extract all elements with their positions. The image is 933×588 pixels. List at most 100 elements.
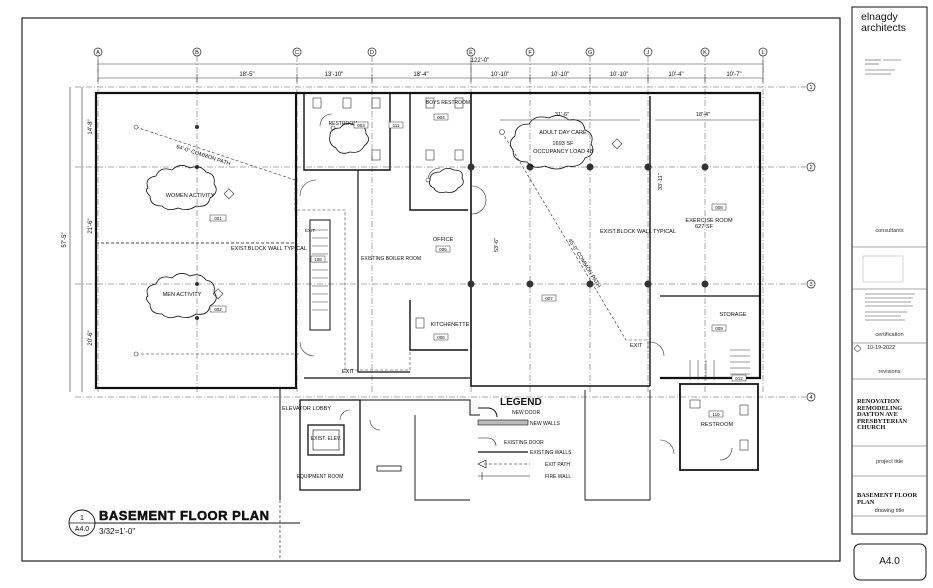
svg-text:K: K bbox=[703, 50, 707, 56]
room-exercise: EXERCISE ROOM bbox=[685, 218, 733, 224]
sheet-border bbox=[21, 17, 841, 562]
dim-left-overall: 57'-5" bbox=[62, 232, 68, 247]
room-number-008: 008 bbox=[715, 205, 723, 210]
legend-fire-wall: FIRE WALL bbox=[478, 472, 571, 480]
project-name: RENOVATION REMODELING DAYTON AVE PRESBYT… bbox=[857, 398, 908, 432]
room-number-004: 004 bbox=[437, 115, 445, 120]
svg-text:F: F bbox=[528, 50, 532, 56]
room-kitchenette: KITCHENETTE bbox=[431, 322, 470, 328]
dim-left-2: 21'-6" bbox=[88, 218, 94, 233]
grid-row-1: 1 bbox=[75, 82, 816, 92]
tag-111: 111 bbox=[393, 123, 400, 128]
note-exit-1: EXIT bbox=[342, 369, 355, 375]
tag-108: 108 bbox=[314, 257, 322, 262]
title-block-frame bbox=[851, 6, 928, 581]
grid-col-F: F bbox=[525, 47, 535, 392]
revisions-label: revisions bbox=[878, 369, 901, 375]
legend-new-door: NEW DOOR bbox=[478, 407, 540, 418]
room-storage: STORAGE bbox=[719, 312, 747, 318]
title-block: elnagdy architects consultants certifica… bbox=[851, 6, 928, 582]
dim-left-3: 20'-6" bbox=[88, 330, 94, 345]
room-exist-elev: EXIST. ELEV. bbox=[311, 436, 341, 442]
cloud-men-activity bbox=[146, 273, 217, 318]
drawing-title-text: BASEMENT FLOOR PLAN bbox=[99, 508, 270, 523]
plumbing-fixtures bbox=[312, 97, 749, 451]
dim-K-L: 10'-7" bbox=[726, 72, 741, 78]
legend-new-walls: NEW WALLS bbox=[477, 419, 560, 427]
svg-text:EXISTING WALLS: EXISTING WALLS bbox=[530, 450, 572, 456]
firm-name: elnagdy architects bbox=[861, 11, 906, 34]
building-walls bbox=[94, 91, 762, 560]
room-restroom-girls: RESTROOM bbox=[329, 121, 358, 127]
room-equipment: EQUIPMENT ROOM bbox=[297, 474, 344, 480]
grid-row-4: 4 bbox=[75, 392, 816, 402]
note-exit-3: EXIT bbox=[305, 228, 315, 233]
svg-text:A: A bbox=[96, 50, 100, 56]
doors bbox=[299, 113, 733, 461]
note-exist-block-wall-left: EXIST.BLOCK WALL TYPICAL bbox=[231, 246, 307, 252]
room-adult-day-care-occupancy: OCCUPANCY LOAD 48 bbox=[533, 149, 593, 155]
dim-left-1: 14'-8" bbox=[88, 119, 94, 134]
grid-col-A: A bbox=[93, 47, 103, 392]
svg-text:3: 3 bbox=[809, 282, 812, 288]
grid-col-J: J bbox=[643, 47, 653, 392]
drawing-title: 1 A4.0 BASEMENT FLOOR PLAN 3/32=1'-0" bbox=[68, 508, 300, 537]
dim-inner-316: 31'-6" bbox=[555, 112, 569, 118]
grid-col-G: G bbox=[585, 47, 595, 392]
room-number-001: 001 bbox=[214, 216, 222, 221]
room-adult-day-care-area: 1693 SF bbox=[552, 141, 574, 147]
grid-col-B: B bbox=[192, 47, 202, 392]
drawing-sheet-ref: A4.0 bbox=[75, 526, 90, 533]
dim-G-J: 10'-10" bbox=[610, 72, 629, 78]
legend-title: LEGEND bbox=[500, 397, 542, 408]
svg-text:1: 1 bbox=[809, 85, 812, 91]
cloud-restroom bbox=[329, 123, 369, 154]
note-common-path-right: 45'-0" COMMON PATH bbox=[566, 238, 601, 289]
dim-E-F: 10'-10" bbox=[491, 72, 510, 78]
room-number-003: 003 bbox=[357, 123, 365, 128]
dim-J-K: 10'-4" bbox=[668, 72, 683, 78]
svg-text:EXISTING DOOR: EXISTING DOOR bbox=[504, 440, 544, 446]
room-number-110: 110 bbox=[712, 412, 720, 417]
svg-text:NEW WALLS: NEW WALLS bbox=[530, 421, 560, 427]
room-office: OFFICE bbox=[433, 237, 454, 243]
svg-text:L: L bbox=[761, 50, 764, 56]
drawing-title-label: drawing title bbox=[874, 508, 905, 514]
room-restroom-110: RESTROOM bbox=[701, 422, 734, 428]
room-number-002: 002 bbox=[214, 307, 222, 312]
svg-text:C: C bbox=[295, 50, 299, 56]
consultants-label: consultants bbox=[875, 228, 904, 234]
room-labels: WOMEN ACTIVITY 001 MEN ACTIVITY 002 REST… bbox=[163, 100, 747, 480]
room-number-006: 006 bbox=[437, 335, 445, 340]
legend-existing-walls: EXISTING WALLS bbox=[478, 450, 572, 456]
svg-text:B: B bbox=[195, 50, 199, 56]
grid-col-D: D bbox=[367, 47, 377, 392]
cloud-women-activity bbox=[146, 165, 217, 210]
svg-text:FIRE WALL: FIRE WALL bbox=[545, 474, 571, 480]
revision-tags bbox=[212, 138, 623, 300]
dim-F-G: 10'-10" bbox=[551, 72, 570, 78]
svg-text:EXIT PATH: EXIT PATH bbox=[545, 462, 570, 468]
room-number-007: 007 bbox=[545, 296, 553, 301]
room-number-005: 005 bbox=[439, 247, 447, 252]
dim-inner-536: 53'-6" bbox=[494, 238, 500, 252]
svg-text:D: D bbox=[370, 50, 374, 56]
tag-012: 012 bbox=[735, 376, 743, 381]
revision-clouds bbox=[146, 115, 594, 318]
sheet-number: A4.0 bbox=[879, 556, 900, 567]
dim-A-C: 18'-5" bbox=[239, 72, 254, 78]
structural-columns bbox=[195, 125, 709, 320]
drawing-scale: 3/32=1'-0" bbox=[99, 527, 135, 536]
note-exit-2: EXIT bbox=[630, 343, 643, 349]
room-women-activity: WOMEN ACTIVITY bbox=[166, 193, 215, 199]
svg-text:J: J bbox=[647, 50, 650, 56]
dim-inner-184: 18'-4" bbox=[696, 112, 710, 118]
room-number-009: 009 bbox=[715, 326, 723, 331]
common-path-right bbox=[501, 131, 649, 352]
svg-text:E: E bbox=[469, 50, 473, 56]
common-path-left bbox=[135, 126, 346, 370]
room-exercise-area: 627 SF bbox=[695, 224, 714, 230]
exit-paths bbox=[135, 126, 649, 371]
top-dimensions: 122'-0" 18'-5" 13'-10" 18'-4" 10'-10" 10… bbox=[97, 58, 764, 82]
